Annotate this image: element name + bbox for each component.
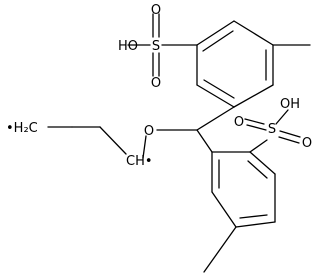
oxygen-label: O [302,136,312,151]
radical-methylene-label: •H₂C [6,121,38,136]
bond [244,118,265,125]
bond [203,79,235,99]
bond [202,30,234,52]
bond [249,139,268,153]
bond [235,221,276,228]
bond [196,129,213,153]
bond [196,106,235,131]
bond [233,84,274,108]
upper-aryl-ring [196,20,311,108]
oxygen-label: O [151,76,161,91]
bond [196,84,235,108]
upper-sulfonic-acid [127,13,198,77]
central-linkage [142,106,235,159]
bond [246,124,267,131]
bond [275,109,289,125]
oxygen-label: O [234,115,244,130]
ether-oxygen-label: O [144,124,154,139]
bond [279,130,301,138]
radical-methine-label: CH• [126,154,153,169]
hydroxyl-label: HO [118,39,138,54]
lower-aryl-ring [203,151,276,273]
sulfur-label: S [268,122,276,137]
methyl-bond [203,226,237,273]
bond [196,20,235,46]
lower-sulfonic-acid [244,109,301,153]
sulfur-label: S [152,39,160,54]
bond [249,151,276,175]
bond [142,135,147,159]
hydroxyl-label: OH [280,97,300,112]
oxygen-label: O [151,3,161,18]
alkyl-chain [47,126,127,155]
bond [211,191,237,228]
bond [278,136,300,144]
bond [239,214,268,219]
bond [99,126,127,155]
bond [233,20,274,46]
bond [247,160,268,179]
